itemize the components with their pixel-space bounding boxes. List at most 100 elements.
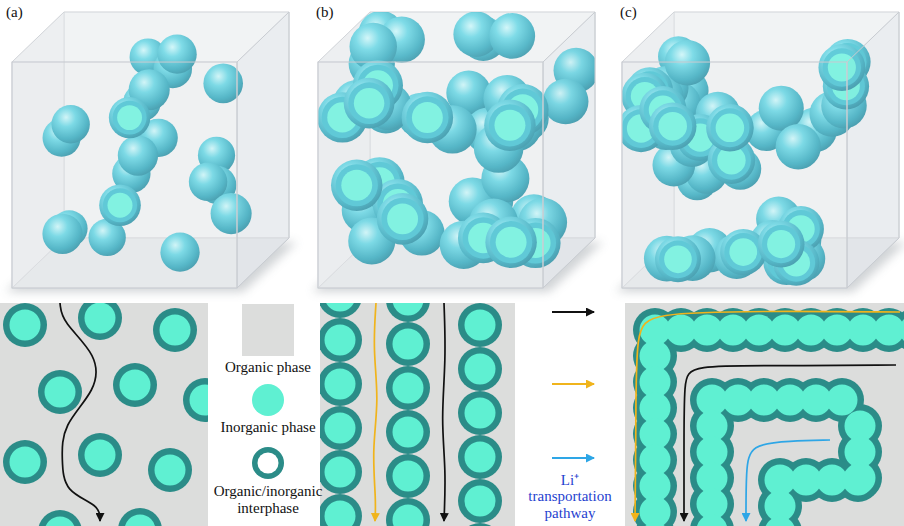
inorganic-core [843,465,874,496]
interphase-ring [78,303,122,340]
interphase-ring [113,363,157,407]
interphase-ring [78,433,122,477]
interphase-ring [118,508,162,526]
interphase-ring [3,440,47,484]
interphase-ring [458,435,502,479]
li-pathway [635,311,900,521]
legend-arrows [552,312,594,458]
li-pathway [60,303,100,521]
inorganic-core [765,517,796,526]
cores [10,303,209,526]
legend-text: Organic/inorganic interphase [203,483,333,517]
interphase-ring [148,448,192,492]
inorganic-core [325,325,356,356]
ring-outer [252,447,284,479]
legend-arrow [552,383,594,385]
interphase-ring [386,366,430,410]
inorganic-core [393,505,424,526]
legend-item: Inorganic phase [208,384,328,436]
inorganic-core [640,523,671,526]
li-pathway [746,440,830,521]
interphase-ring [458,303,502,347]
ring-swatch [251,446,285,480]
li-pathway [684,365,896,521]
inorganic-core [85,303,116,334]
inorganic-core [45,517,76,526]
legend-text: Organic phase [208,359,328,376]
cube-right-face [237,12,289,288]
cube-front-face [622,62,847,288]
inorganic-core [465,486,496,517]
interphase-ring [153,308,197,352]
interphase-ring [3,303,47,347]
li-pathway [443,303,445,521]
inorganic-core [465,310,496,341]
interphase-ring [386,322,430,366]
inorganic-core [45,377,76,408]
pathways [374,303,445,521]
legend-swatch [252,384,284,416]
li-pathway [374,303,377,521]
legend-text: Inorganic phase [208,419,328,436]
interphase-ring [38,510,82,526]
interphase-ring [458,347,502,391]
legend-item: Organic phase [208,304,328,376]
inorganic-core [465,354,496,385]
schematic-b [320,303,515,526]
inorganic-core [827,385,858,416]
inorganic-core [393,417,424,448]
interphase-ring [386,410,430,454]
interphase-ring [320,318,362,362]
inorganic-core [393,303,424,316]
interphase-ring [320,303,362,318]
interphase-ring [386,303,430,322]
pathways [60,303,100,521]
inorganic-core [160,315,191,346]
cube-right-face [543,12,595,288]
legend-arrow [552,311,594,313]
schematic-a [0,303,208,526]
panel-label: (b) [316,4,334,21]
inorganic-core [155,455,186,486]
cube-a [6,12,297,292]
interphase-ring [320,406,362,450]
rings [320,303,502,526]
legend-item: Organic/inorganic interphase [203,446,333,517]
legend-arrow [552,457,594,459]
inorganic-core [120,370,151,401]
interphase-ring [458,523,502,526]
interphase-ring [458,391,502,435]
inorganic-core [393,373,424,404]
rings [3,303,208,526]
panel-label: (a) [6,4,23,21]
cube-c [616,12,904,292]
interphase-ring [183,378,208,422]
ring-inner [258,453,279,474]
interphase-ring [386,454,430,498]
panel-label: (c) [620,4,637,21]
inorganic-core [393,329,424,360]
inorganic-core [85,440,116,471]
cube-right-face [847,12,899,288]
inorganic-core [874,315,904,346]
legend-text: Li⁺ transportation pathway [520,472,620,522]
rings [633,308,904,526]
inorganic-core [325,303,356,312]
inorganic-core [640,497,671,526]
inorganic-core [465,398,496,429]
interphase-ring [320,450,362,494]
inorganic-core [325,413,356,444]
interphase-ring [836,458,880,502]
inorganic-core [900,315,904,346]
legend-item: Li⁺ transportation pathway [520,469,620,522]
inorganic-core [325,457,356,488]
cube-front-face [318,62,543,288]
inorganic-core [190,385,209,416]
inorganic-core [125,515,156,526]
inorganic-core [10,310,41,341]
cores [325,303,496,526]
pathways [635,311,900,521]
interphase-ring [320,494,362,526]
